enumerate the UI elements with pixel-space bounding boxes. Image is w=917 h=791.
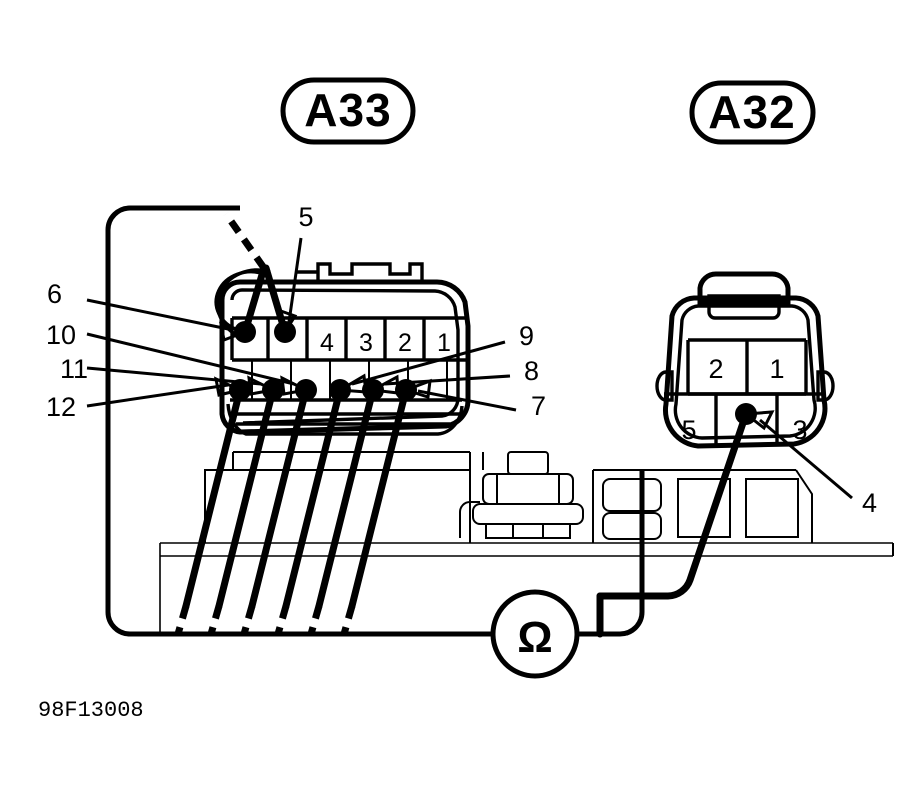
connector-tag-a33-badge: A33 — [280, 77, 416, 145]
pin-labels-a33: 4 3 2 1 — [320, 329, 451, 357]
connector-tag-a32-badge: A32 — [689, 80, 816, 145]
connector-housing-a32: 2 1 5 3 — [655, 271, 835, 449]
background-assembly — [159, 451, 894, 635]
callout-label-11: 11 — [60, 354, 88, 384]
pin-grid-a32 — [664, 338, 824, 446]
connector-tag-a32-label: A32 — [708, 86, 795, 138]
test-wires-a33 — [174, 386, 410, 635]
callout-label-4: 4 — [862, 488, 877, 518]
test-loop-boundary — [105, 205, 645, 637]
pin-label-a33-3: 3 — [359, 329, 373, 357]
callout-labels: 6 10 11 12 5 9 8 7 4 — [46, 202, 877, 518]
bolt-assembly — [459, 451, 584, 539]
pin-label-a32-3: 3 — [792, 415, 807, 445]
pin-labels-a32: 2 1 5 3 — [681, 354, 807, 445]
callout-label-8: 8 — [524, 356, 539, 386]
pin-label-a32-2: 2 — [708, 354, 723, 384]
connector-tag-a33-label: A33 — [304, 84, 391, 136]
callout-label-5: 5 — [298, 202, 313, 232]
callout-label-7: 7 — [531, 391, 546, 421]
callout-leaders — [86, 237, 853, 500]
figure-id: 98F13008 — [38, 698, 144, 723]
pin-label-a32-1: 1 — [769, 354, 784, 384]
ohmmeter: Ω — [452, 589, 600, 679]
callout-label-10: 10 — [46, 320, 76, 350]
pin-label-a33-4: 4 — [320, 329, 334, 357]
callout-label-6: 6 — [47, 279, 62, 309]
pin-label-a33-1: 1 — [437, 329, 451, 357]
pin-label-a33-2: 2 — [398, 329, 412, 357]
ohm-symbol: Ω — [517, 613, 552, 662]
pin-label-a32-5: 5 — [681, 415, 696, 445]
pin-grid-a33-top — [230, 316, 466, 362]
callout-label-9: 9 — [519, 321, 534, 351]
callout-label-12: 12 — [46, 392, 76, 422]
